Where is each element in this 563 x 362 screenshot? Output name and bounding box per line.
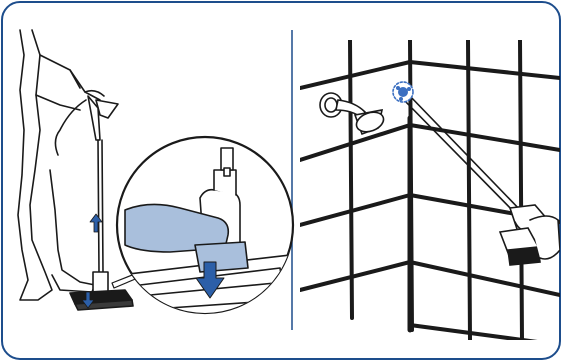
steam-brush-icon — [393, 82, 413, 102]
